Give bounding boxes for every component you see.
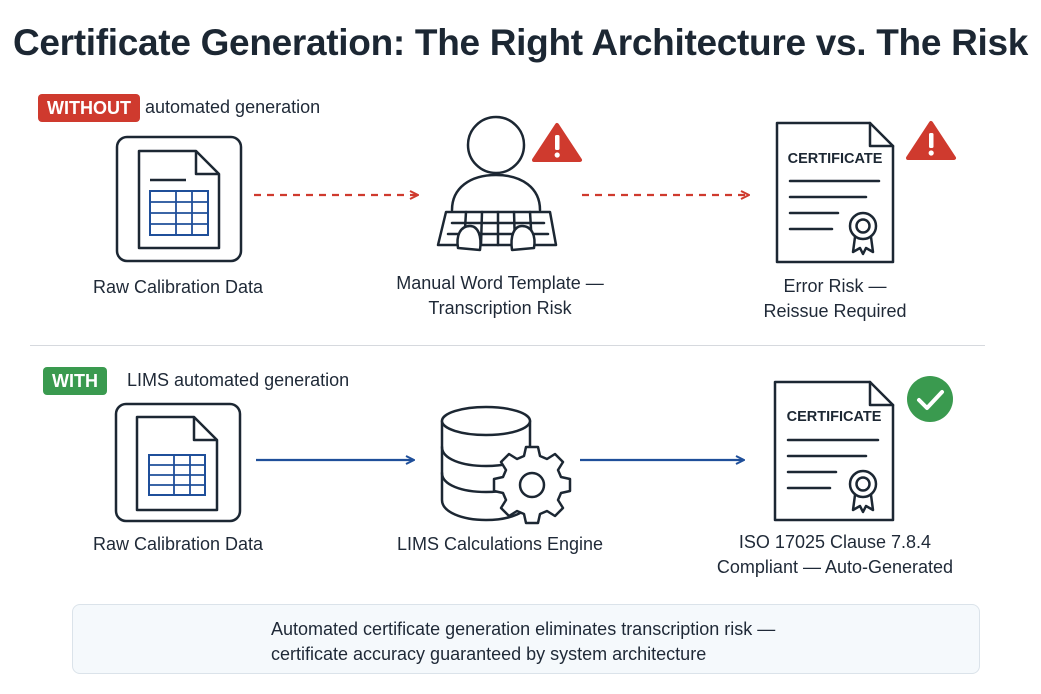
- database-gear-icon: [440, 405, 572, 525]
- label-line: Compliant — Auto-Generated: [716, 557, 954, 577]
- section-divider: [30, 345, 985, 346]
- without-caption: automated generation: [145, 97, 321, 117]
- page-title: Certificate Generation: The Right Archit…: [12, 22, 1029, 63]
- checkmark-icon: [907, 376, 953, 422]
- label-line: Manual Word Template —: [396, 273, 604, 293]
- summary-line: certificate accuracy guaranteed by syste…: [271, 644, 707, 664]
- label-line: Reissue Required: [763, 301, 907, 321]
- summary-text: Automated certificate generation elimina…: [271, 617, 775, 667]
- with-caption: LIMS automated generation: [127, 370, 350, 390]
- without-badge: WITHOUT: [38, 94, 140, 122]
- label-line: Transcription Risk: [428, 298, 572, 318]
- document-icon: [114, 402, 242, 523]
- label-line: Error Risk —: [783, 276, 887, 296]
- step-label-manual-template: Manual Word Template — Transcription Ris…: [380, 271, 620, 321]
- certificate-icon: CERTIFICATE: [773, 380, 895, 522]
- step-label-lims-engine: LIMS Calculations Engine: [396, 534, 604, 554]
- step-label-iso-compliant: ISO 17025 Clause 7.8.4 Compliant — Auto-…: [700, 530, 970, 580]
- step-label-raw-data: Raw Calibration Data: [92, 277, 264, 297]
- label-line: ISO 17025 Clause 7.8.4: [738, 532, 932, 552]
- step-label-raw-data: Raw Calibration Data: [92, 534, 264, 554]
- warning-icon: [532, 123, 582, 162]
- with-badge: WITH: [43, 367, 107, 395]
- warning-icon: [906, 121, 956, 160]
- certificate-title: CERTIFICATE: [787, 409, 882, 425]
- document-icon: [115, 135, 243, 263]
- summary-line: Automated certificate generation elimina…: [271, 619, 776, 639]
- certificate-title: CERTIFICATE: [788, 151, 883, 167]
- step-label-error-risk: Error Risk — Reissue Required: [730, 274, 940, 324]
- summary-box: Automated certificate generation elimina…: [72, 604, 980, 674]
- certificate-icon: CERTIFICATE: [775, 121, 895, 264]
- person-typing-icon: [436, 115, 558, 252]
